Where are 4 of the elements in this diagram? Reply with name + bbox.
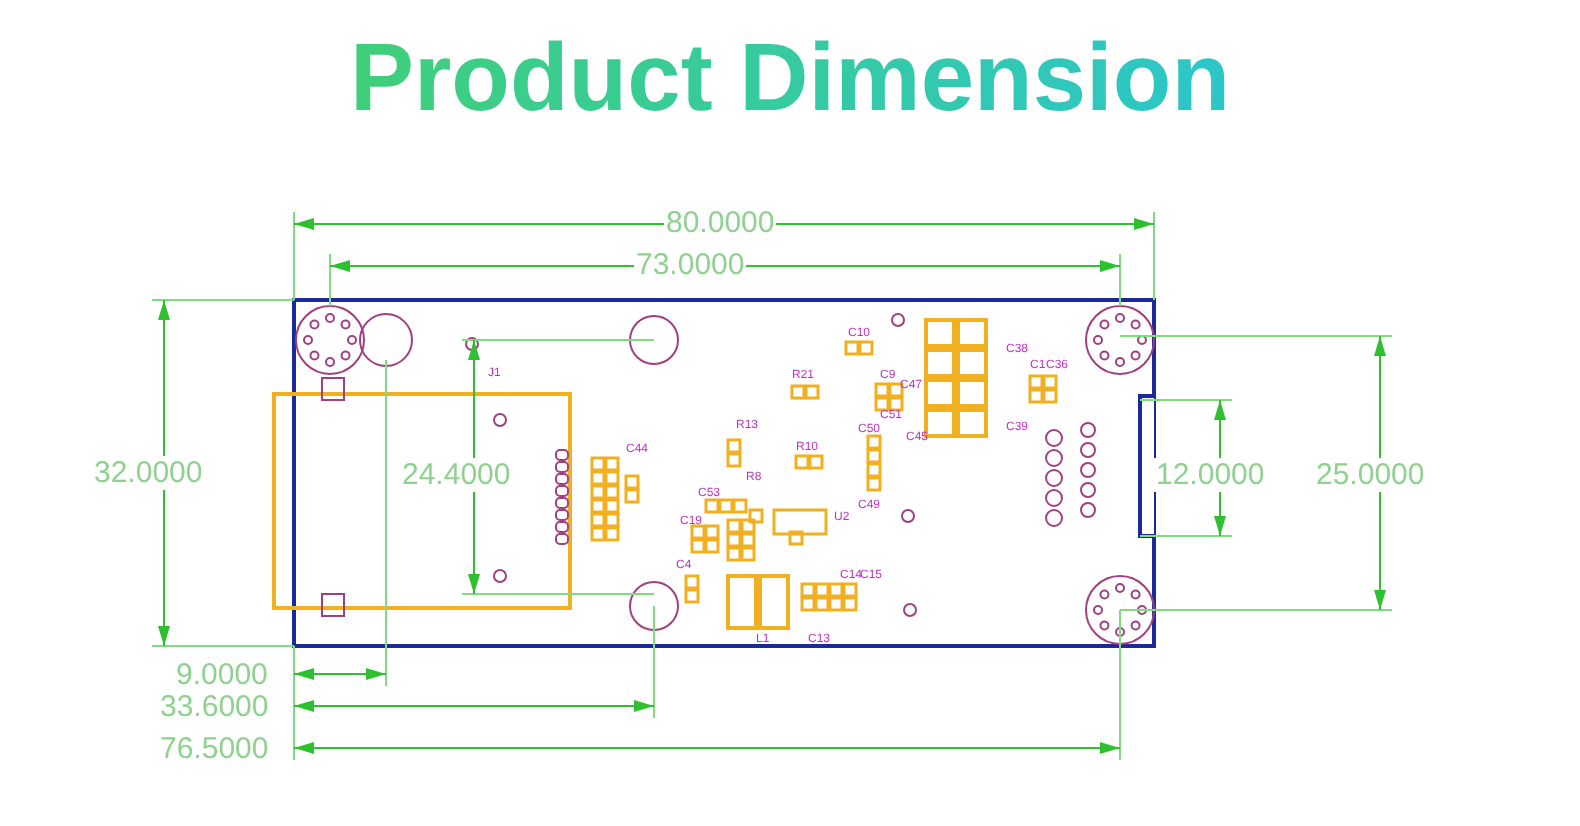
dimension-value: 32.0000: [92, 456, 205, 490]
dimension-value: 12.0000: [1154, 458, 1267, 492]
dimension-value: 24.4000: [400, 458, 513, 492]
dimension-value: 25.0000: [1314, 458, 1427, 492]
